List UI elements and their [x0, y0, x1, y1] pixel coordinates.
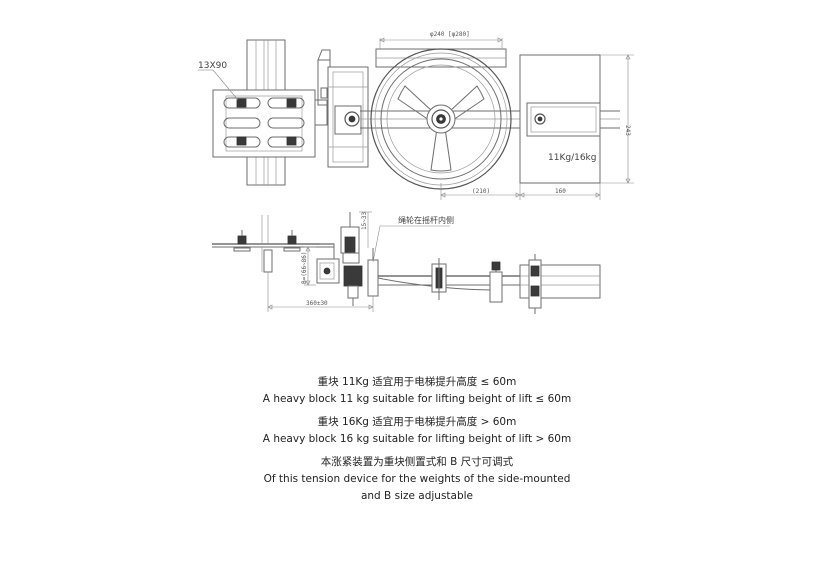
height-dim-label: 243: [624, 125, 631, 136]
rope-wheel-top-view: [370, 37, 512, 190]
note-en-device-1: Of this tension device for the weights o…: [263, 473, 571, 485]
weight-label: 11Kg/16kg: [548, 153, 596, 163]
dim-33-label: 15~33: [361, 212, 368, 230]
note-en-11kg: A heavy block 11 kg suitable for lifting…: [262, 393, 572, 405]
rope-note-label: 绳轮在摇杆内侧: [398, 215, 454, 225]
dim-160-label: 160: [555, 188, 566, 195]
note-cn-11kg: 重块 11Kg 适宜用于电梯提升高度 ≤ 60m: [317, 376, 517, 388]
dim-360-label: 360±30: [306, 300, 328, 307]
note-cn-16kg: 重块 16Kg 适宜用于电梯提升高度 > 60m: [317, 416, 517, 428]
note-cn-device: 本涨紧装置为重块侧置式和 B 尺寸可调式: [320, 456, 514, 468]
tension-arm-top-view: [314, 49, 620, 168]
bolt-size-label: 13X90: [198, 61, 227, 71]
note-en-16kg: A heavy block 16 kg suitable for lifting…: [262, 433, 572, 445]
dim-b-label: B=(66~86): [301, 251, 308, 284]
note-en-device-2: and B size adjustable: [360, 490, 474, 502]
weight-block-top-view: [440, 54, 634, 200]
mounting-bracket-top-view: [198, 39, 316, 186]
dim-210-label: (210): [472, 188, 490, 195]
wheel-diameter-label: φ240 [φ280]: [430, 31, 470, 38]
tension-device-side-view: [212, 211, 601, 314]
